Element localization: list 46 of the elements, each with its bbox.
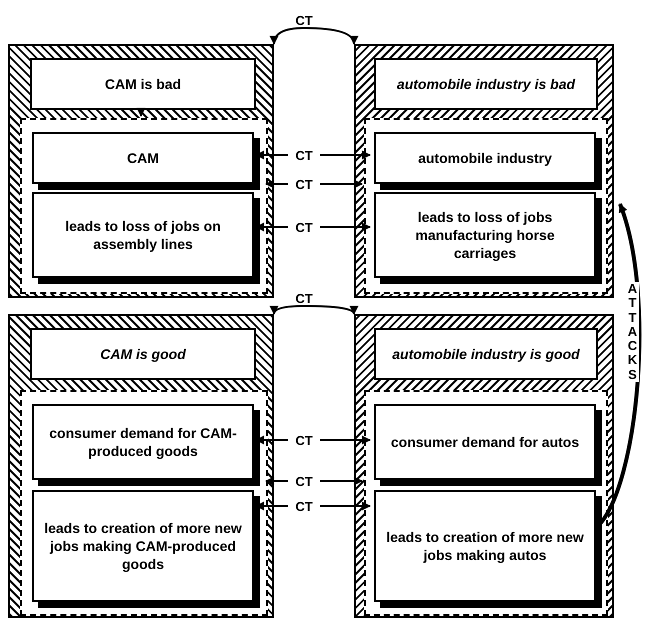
- box-text: CAM is good: [99, 345, 187, 363]
- arrow: [320, 150, 371, 160]
- box-text: consumer demand for autos: [390, 433, 580, 451]
- frame: [8, 314, 274, 618]
- frame: [8, 44, 274, 298]
- arrow: [320, 502, 371, 510]
- claim-box: [30, 328, 256, 380]
- arrow: [265, 476, 288, 486]
- connector-label: CT: [290, 219, 318, 235]
- frame: [20, 118, 268, 294]
- frame: [354, 44, 614, 298]
- frame: [20, 390, 268, 616]
- connector-label: CT: [290, 432, 318, 448]
- frame: [364, 118, 608, 294]
- frame: [354, 314, 614, 618]
- arrow: [136, 108, 146, 117]
- box-text: automobile industry is good: [391, 345, 581, 363]
- arrow: [320, 476, 363, 486]
- connector-label: CT: [290, 147, 318, 163]
- connector-label: CT: [290, 12, 318, 28]
- box-text: leads to creation of more new jobs making CAM-produced goods: [43, 519, 243, 573]
- connector-label: CT: [290, 473, 318, 489]
- box-text: consumer demand for CAM-produced goods: [48, 424, 238, 460]
- box-text: leads to loss of jobs manufacturing horse carriages: [414, 208, 556, 262]
- connector-label: CT: [290, 176, 318, 192]
- connector-label: CT: [290, 290, 318, 306]
- text-box: [30, 58, 256, 110]
- claim-box: [374, 328, 598, 380]
- connector-label: CT: [290, 498, 318, 514]
- box-text: automobile industry: [417, 149, 553, 167]
- claim-box: [374, 58, 598, 110]
- box-text: CAM is bad: [104, 75, 182, 93]
- box-text: leads to loss of jobs on assembly lines: [64, 217, 222, 253]
- box-text: CAM: [126, 149, 160, 167]
- arrow: [304, 305, 356, 315]
- box-text: leads to creation of more new jobs making autos: [385, 528, 585, 564]
- arrow: [320, 436, 371, 444]
- arrow: [265, 180, 288, 188]
- arrow: [320, 222, 371, 232]
- edge-label: ATTACKS: [626, 282, 639, 382]
- frame: [364, 390, 608, 616]
- arrow: [320, 180, 363, 188]
- arrow: [270, 27, 304, 45]
- box-text: automobile industry is bad: [396, 75, 576, 93]
- arrow: [304, 27, 358, 45]
- arrow: [270, 305, 304, 315]
